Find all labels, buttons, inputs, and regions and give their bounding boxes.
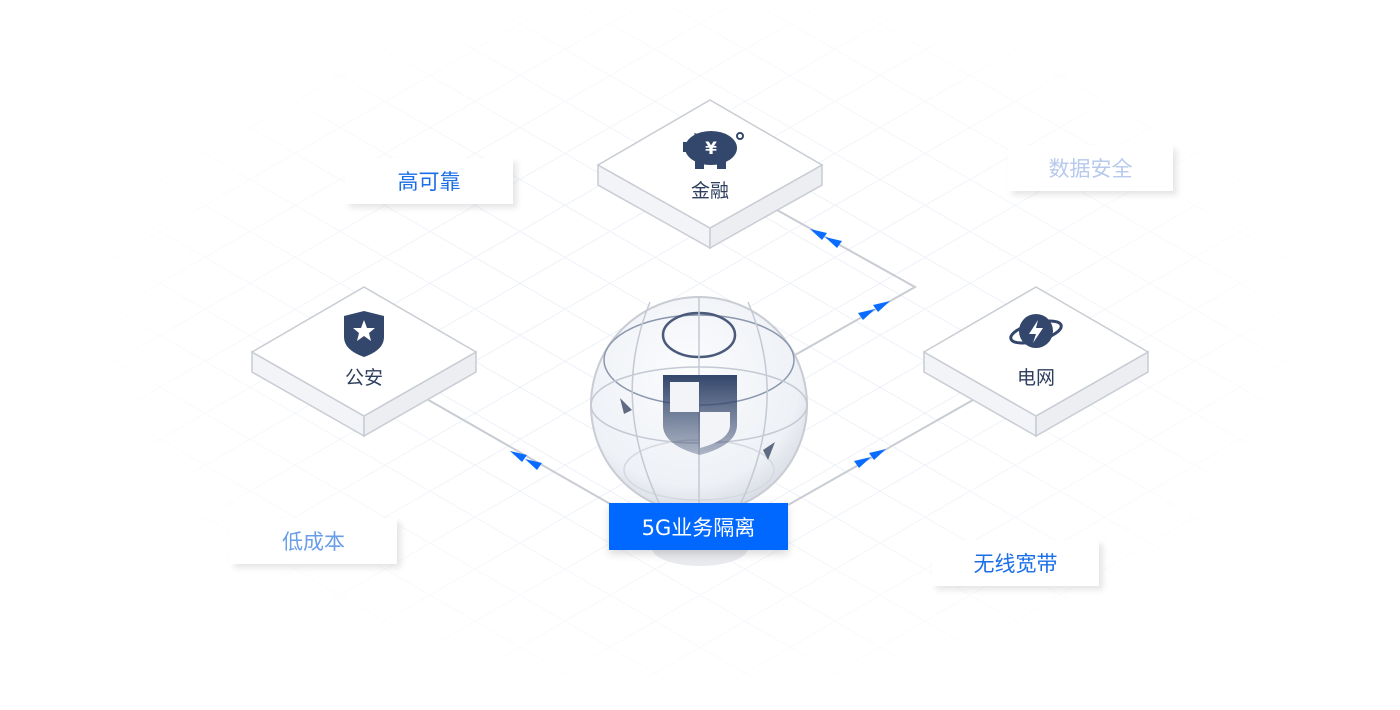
node-label-police: 公安 [344, 367, 383, 389]
arrow-icon [810, 229, 827, 240]
line-police [417, 393, 613, 506]
feature-tag-security: 数据安全 [1008, 145, 1173, 191]
feature-tag-low-cost: 低成本 [230, 518, 397, 564]
piggy-bank-icon [683, 131, 744, 169]
feature-tag-reliable: 高可靠 [345, 158, 513, 204]
arrow-icon [825, 237, 842, 248]
arrow-icon [869, 449, 886, 460]
node-finance-platform: ¥ [596, 99, 824, 250]
arrow-icon [873, 301, 890, 312]
node-grid-platform [922, 286, 1150, 438]
line-finance [767, 204, 918, 356]
svg-text:¥: ¥ [705, 139, 717, 159]
node-police-platform [250, 286, 478, 438]
flow-arrows [510, 229, 890, 470]
arrow-icon [854, 457, 871, 468]
center-label-5g-isolation: 5G业务隔离 [609, 503, 788, 550]
node-label-finance: 金融 [690, 180, 729, 202]
globe [590, 296, 808, 566]
arrow-icon [858, 309, 875, 320]
arrow-icon [525, 459, 542, 470]
feature-tag-broadband: 无线宽带 [932, 540, 1099, 586]
arrow-icon [510, 451, 527, 462]
lightning-planet-icon [1009, 314, 1063, 348]
node-label-grid: 电网 [1016, 367, 1055, 389]
